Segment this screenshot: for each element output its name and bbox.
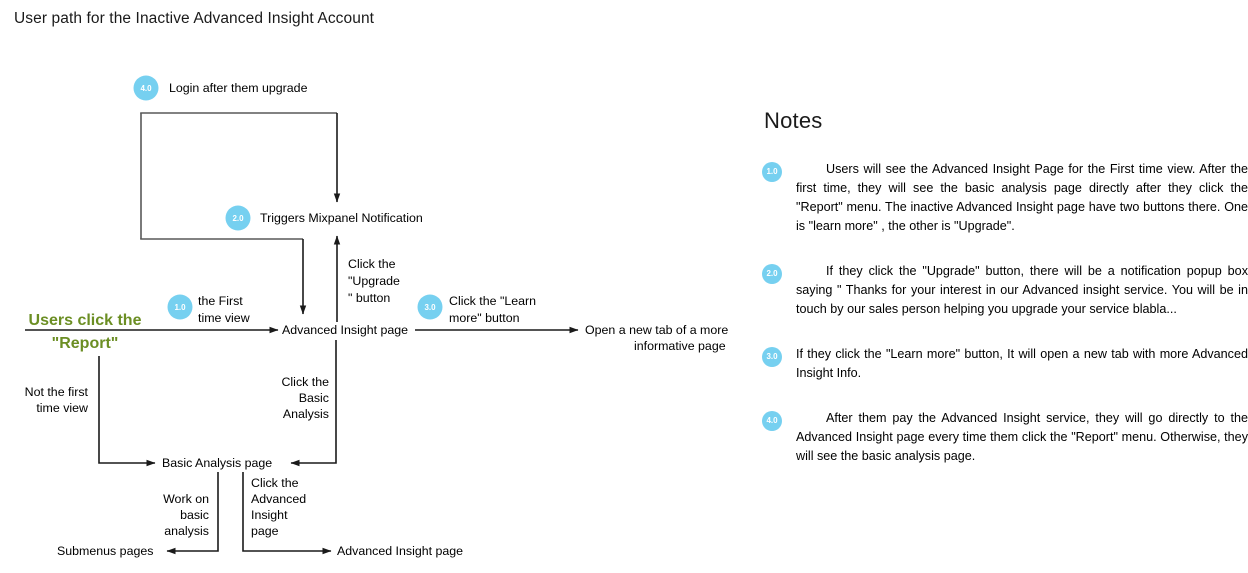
notes-panel: Notes 1.0 Users will see the Advanced In…: [762, 108, 1248, 548]
edge-label-learn-more-1: Click the "Learn: [449, 294, 536, 308]
edge-label-click-basic-analysis-1: Click the: [281, 375, 329, 389]
edge-label-click-upgrade-2: "Upgrade: [348, 274, 400, 288]
note-text-2: If they click the "Upgrade" button, ther…: [796, 262, 1248, 319]
badge-2: 2.0: [225, 205, 251, 231]
edge-label-work-on-basic-1: Work on: [163, 492, 209, 506]
edge-label-not-first-time-1: Not the first: [25, 385, 89, 399]
edge-label-not-first-time-2: time view: [36, 401, 88, 415]
badge-1-circle: [167, 294, 193, 320]
note-item-4: 4.0 After them pay the Advanced Insight …: [762, 409, 1248, 466]
note-badge-3: 3.0: [762, 347, 782, 367]
node-login-after-upgrade: Login after them upgrade: [169, 81, 308, 95]
node-open-new-tab-line1: Open a new tab of a more: [585, 323, 728, 337]
edge-work-on-basic-analysis: [166, 472, 219, 555]
note-item-1: 1.0 Users will see the Advanced Insight …: [762, 160, 1248, 236]
note-badge-2: 2.0: [762, 264, 782, 284]
edge-label-click-basic-analysis-3: Analysis: [283, 407, 329, 421]
edge-label-click-adv-insight-1: Click the: [251, 476, 299, 490]
flow-diagram-svg: 4.0 2.0 1.0 3.0 Login after them upgrade…: [25, 75, 728, 558]
start-node-line2: "Report": [52, 335, 119, 352]
node-advanced-insight-page: Advanced Insight page: [282, 323, 408, 337]
note-item-3: 3.0 If they click the "Learn more" butto…: [762, 345, 1248, 383]
badge-4-label: 4.0: [140, 84, 152, 93]
edge-label-click-upgrade-3: " button: [348, 291, 390, 305]
note-body-3: If they click the "Learn more" button, I…: [796, 347, 1248, 380]
badge-3-label: 3.0: [424, 303, 436, 312]
edge-not-first-time-view: [98, 356, 156, 467]
node-open-new-tab-line2: informative page: [634, 339, 726, 353]
note-text-4: After them pay the Advanced Insight serv…: [796, 409, 1248, 466]
edge-label-first-time-view-1: the First: [198, 294, 243, 308]
node-basic-analysis-page: Basic Analysis page: [162, 456, 272, 470]
note-text-1: Users will see the Advanced Insight Page…: [796, 160, 1248, 236]
edge-label-click-adv-insight-3: Insight: [251, 508, 288, 522]
edge-click-basic-analysis: [290, 340, 337, 467]
badge-2-circle: [225, 205, 251, 231]
note-text-3: If they click the "Learn more" button, I…: [796, 345, 1248, 383]
badge-3-circle: [417, 294, 443, 320]
edge-label-click-upgrade-1: Click the: [348, 257, 396, 271]
badge-2-label: 2.0: [232, 214, 244, 223]
badge-4: 4.0: [133, 75, 159, 101]
node-triggers-mixpanel: Triggers Mixpanel Notification: [260, 211, 423, 225]
flow-diagram: 4.0 2.0 1.0 3.0 Login after them upgrade…: [25, 75, 728, 558]
edge-label-click-adv-insight-4: page: [251, 524, 279, 538]
note-body-2: If they click the "Upgrade" button, ther…: [796, 264, 1248, 316]
note-item-2: 2.0 If they click the "Upgrade" button, …: [762, 262, 1248, 319]
edge-click-advanced-insight-page: [242, 472, 332, 555]
start-node-line1: Users click the: [29, 312, 142, 329]
edge-label-work-on-basic-2: basic: [180, 508, 209, 522]
edge-label-learn-more-2: more" button: [449, 311, 520, 325]
note-badge-4: 4.0: [762, 411, 782, 431]
badge-1-label: 1.0: [174, 303, 186, 312]
badge-3: 3.0: [417, 294, 443, 320]
edge-label-click-basic-analysis-2: Basic: [299, 391, 329, 405]
node-submenus-pages: Submenus pages: [57, 544, 153, 558]
edge-label-work-on-basic-3: analysis: [164, 524, 209, 538]
edge-label-first-time-view-2: time view: [198, 311, 250, 325]
notes-heading: Notes: [764, 108, 823, 133]
node-advanced-insight-page-bottom: Advanced Insight page: [337, 544, 463, 558]
edge-label-click-adv-insight-2: Advanced: [251, 492, 306, 506]
note-body-4: After them pay the Advanced Insight serv…: [796, 411, 1248, 463]
note-badge-1: 1.0: [762, 162, 782, 182]
badge-4-circle: [133, 75, 159, 101]
badge-1: 1.0: [167, 294, 193, 320]
page-title: User path for the Inactive Advanced Insi…: [14, 10, 375, 27]
note-body-1: Users will see the Advanced Insight Page…: [796, 162, 1248, 233]
